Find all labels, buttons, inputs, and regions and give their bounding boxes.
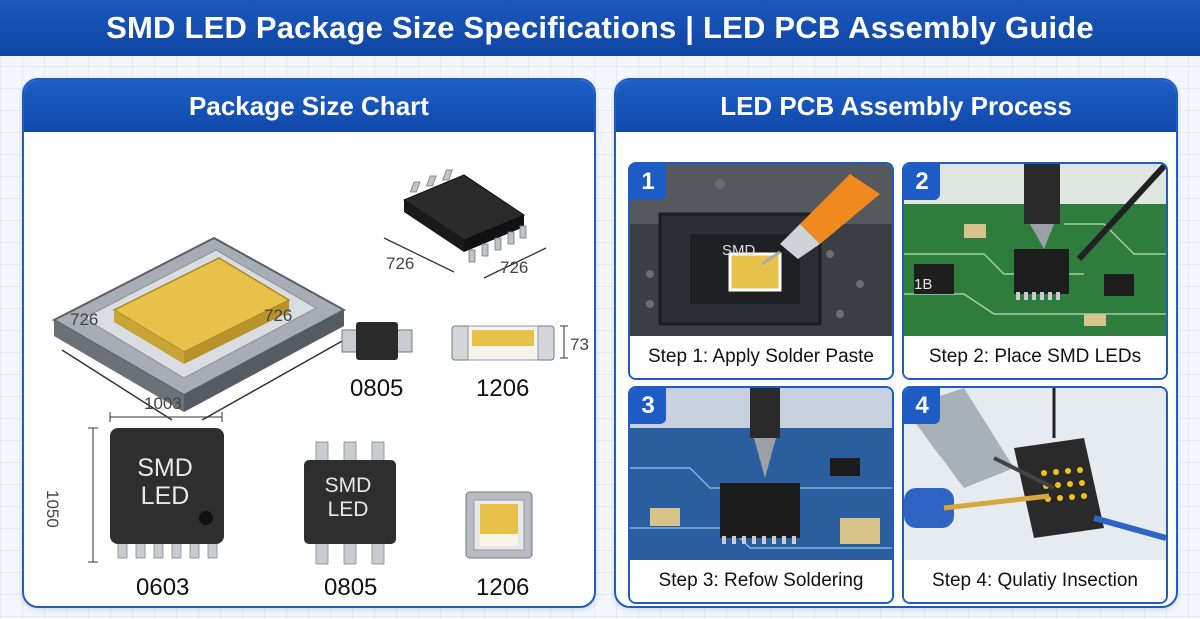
chip-1206-illustration bbox=[465, 491, 533, 559]
chip-0603-height-bracket bbox=[88, 427, 98, 563]
assembly-process-header: LED PCB Assembly Process bbox=[616, 80, 1176, 132]
step-1-caption: Step 1: Apply Solder Paste bbox=[630, 336, 892, 378]
step-2-place-leds-image bbox=[904, 164, 1166, 336]
step-1-solder-paste-image bbox=[630, 164, 892, 336]
step-4-card: 4 Step 4: Qulatiy Insection bbox=[902, 386, 1168, 604]
large-package-dim-left: 726 bbox=[70, 310, 99, 329]
step-2-card: 1B 2 Step 2: Place SMD LEDs bbox=[902, 162, 1168, 380]
package-size-chart-header: Package Size Chart bbox=[24, 80, 594, 132]
step-3-card: 3 Step 3: Refow Soldering bbox=[628, 386, 894, 604]
assembly-process-panel: LED PCB Assembly Process SMD 1 Step 1: A… bbox=[614, 78, 1178, 608]
chip-0603-marking: SMD LED bbox=[120, 454, 210, 510]
large-led-package-illustration bbox=[51, 236, 347, 421]
small-0805-illustration bbox=[341, 322, 413, 360]
soic-package-illustration bbox=[383, 169, 547, 279]
large-package-dim-right: 726 bbox=[264, 306, 293, 325]
chip-0603-dim-height: 1050 bbox=[43, 490, 62, 528]
step-3-caption: Step 3: Refow Soldering bbox=[630, 560, 892, 602]
chip-0603-dim-width: 1003 bbox=[144, 394, 182, 413]
chip-0805-illustration bbox=[304, 441, 396, 565]
chip-0805-marking: SMD LED bbox=[308, 474, 388, 522]
step-2-number: 2 bbox=[904, 164, 940, 200]
step-1-card: SMD 1 Step 1: Apply Solder Paste bbox=[628, 162, 894, 380]
step-4-number: 4 bbox=[904, 388, 940, 424]
chip-0805-text-led: LED bbox=[327, 498, 369, 521]
soic-dim-left: 726 bbox=[386, 254, 415, 273]
step-1-chip-text: SMD bbox=[722, 242, 756, 259]
small-0805-label: 0805 bbox=[350, 375, 404, 402]
chip-0603-illustration bbox=[110, 428, 224, 559]
small-1206-label: 1206 bbox=[476, 375, 530, 402]
chip-0603-width-bracket bbox=[109, 412, 223, 422]
small-1206-illustration bbox=[451, 325, 555, 361]
step-4-quality-inspection-image bbox=[904, 388, 1166, 560]
chip-0603-text-smd: SMD bbox=[137, 454, 193, 482]
page-title: SMD LED Package Size Specifications | LE… bbox=[0, 0, 1200, 56]
small-1206-dim-bracket bbox=[560, 325, 568, 359]
step-4-caption: Step 4: Qulatiy Insection bbox=[904, 560, 1166, 602]
step-2-board-text: 1B bbox=[914, 276, 933, 293]
chip-1206-label: 1206 bbox=[476, 574, 530, 601]
package-size-chart-panel: Package Size Chart 726 726 bbox=[22, 78, 596, 608]
step-2-caption: Step 2: Place SMD LEDs bbox=[904, 336, 1166, 378]
chip-0805-label: 0805 bbox=[324, 574, 378, 601]
chip-0805-text-smd: SMD bbox=[324, 474, 372, 497]
chip-0603-label: 0603 bbox=[136, 574, 190, 601]
chip-0603-text-led: LED bbox=[140, 482, 190, 510]
step-3-number: 3 bbox=[630, 388, 666, 424]
step-1-number: 1 bbox=[630, 164, 666, 200]
small-1206-dim-height: 73 bbox=[570, 335, 589, 354]
soic-dim-right: 726 bbox=[500, 258, 529, 277]
step-3-reflow-soldering-image bbox=[630, 388, 892, 560]
